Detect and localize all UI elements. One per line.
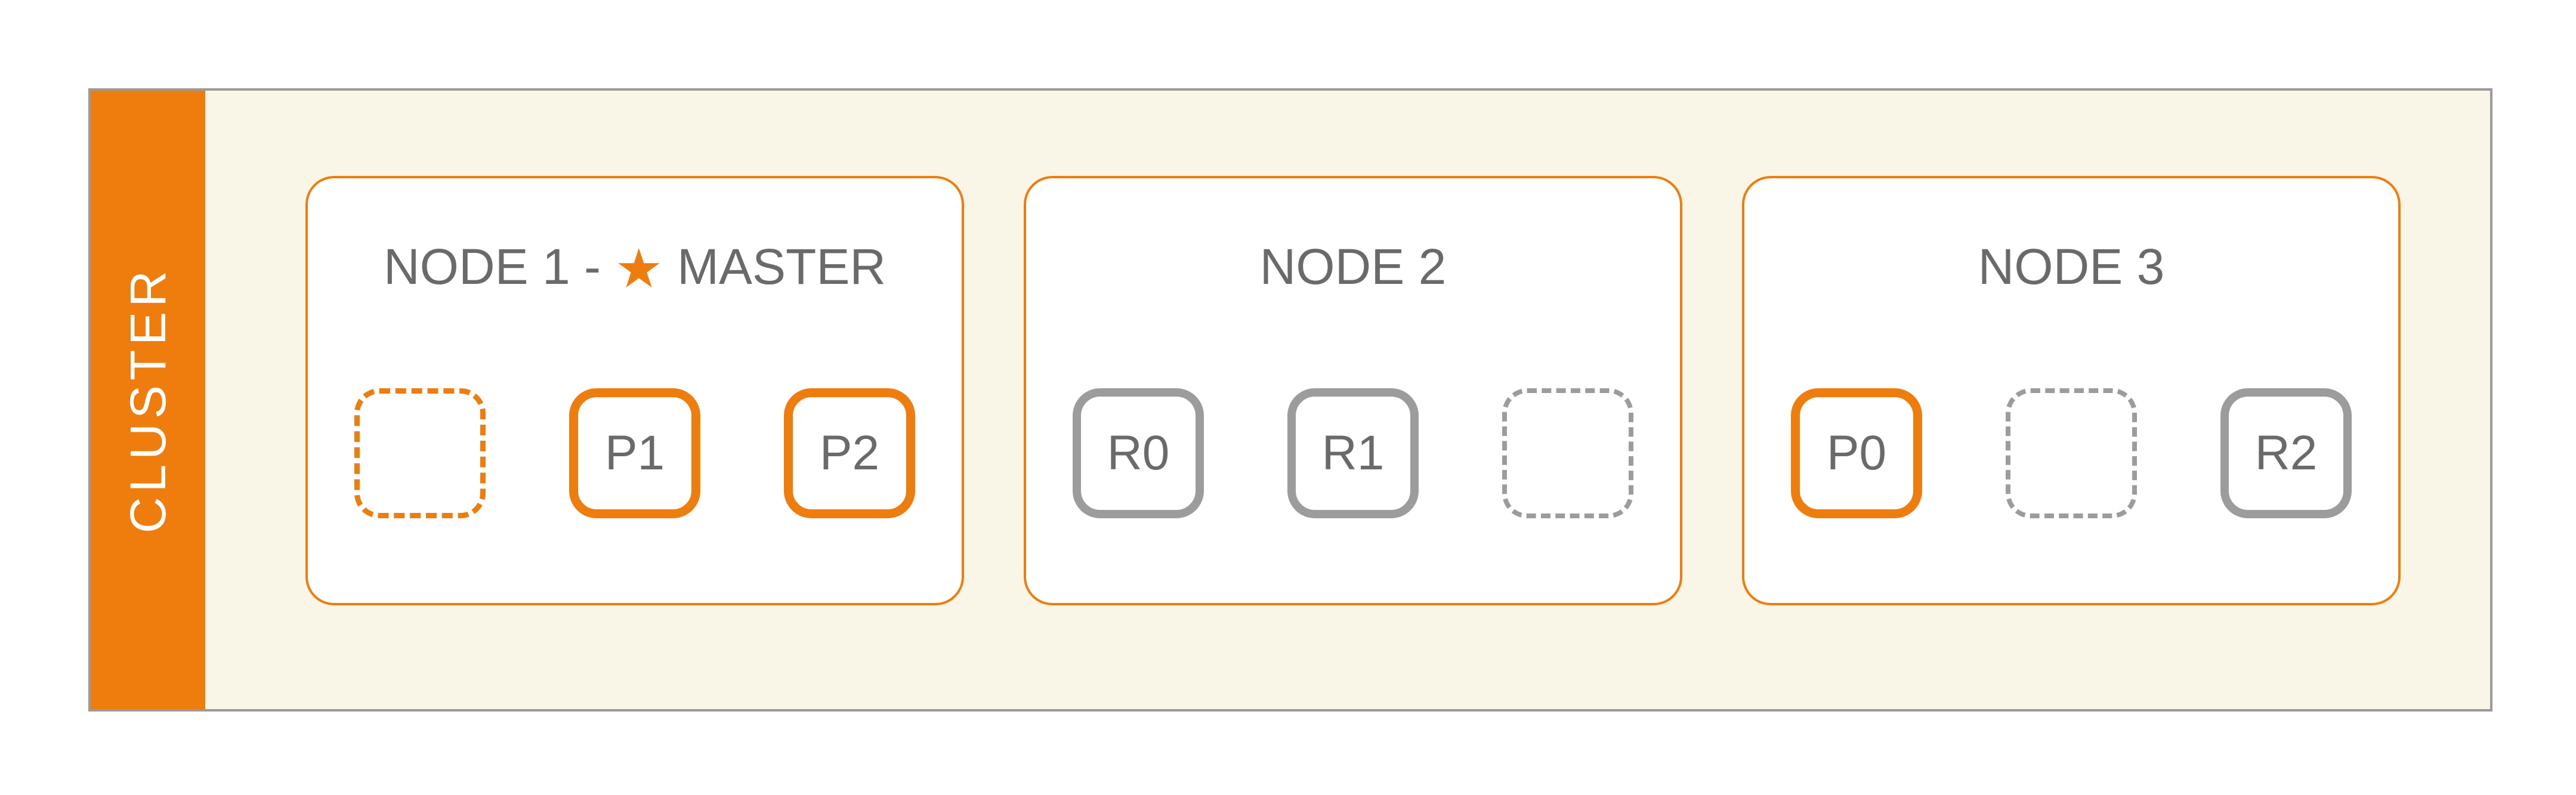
slot-node1-empty: [354, 388, 486, 518]
slot-p0: P0: [1791, 388, 1922, 518]
node-1-title-suffix: MASTER: [663, 239, 887, 295]
node-1-title: NODE 1 - ★ MASTER: [308, 238, 962, 298]
node-box-1: NODE 1 - ★ MASTER P1 P2: [305, 176, 964, 605]
slot-r0: R0: [1073, 388, 1204, 518]
node-2-title-text: NODE 2: [1259, 239, 1447, 295]
cluster-label: CLUSTER: [120, 266, 176, 534]
slot-p1: P1: [569, 388, 700, 518]
slot-label: P1: [604, 426, 665, 480]
master-star-icon: ★: [614, 239, 663, 299]
node-box-3: NODE 3 P0 R2: [1742, 176, 2401, 605]
node-box-2: NODE 2 R0 R1: [1024, 176, 1682, 605]
cluster-panel: CLUSTER NODE 1 - ★ MASTER P1 P2 NODE 2 R…: [88, 88, 2492, 712]
slot-label: R0: [1107, 426, 1170, 480]
node-3-title-text: NODE 3: [1978, 239, 2165, 295]
slot-p2: P2: [784, 388, 915, 518]
cluster-label-bar: CLUSTER: [91, 91, 205, 709]
node-3-title: NODE 3: [1744, 238, 2398, 295]
slot-label: P2: [819, 426, 880, 480]
slot-label: P0: [1826, 426, 1887, 480]
slot-node3-empty: [2006, 388, 2137, 518]
node-2-title: NODE 2: [1026, 238, 1680, 295]
node-1-title-text: NODE 1 -: [383, 239, 615, 295]
slot-r1: R1: [1287, 388, 1419, 518]
slot-label: R2: [2254, 426, 2318, 480]
node-1-slot-row: P1 P2: [354, 388, 915, 518]
node-2-slot-row: R0 R1: [1073, 388, 1633, 518]
slot-node2-empty: [1502, 388, 1633, 518]
slot-r2: R2: [2220, 388, 2352, 518]
node-3-slot-row: P0 R2: [1791, 388, 2352, 518]
slot-label: R1: [1321, 426, 1385, 480]
